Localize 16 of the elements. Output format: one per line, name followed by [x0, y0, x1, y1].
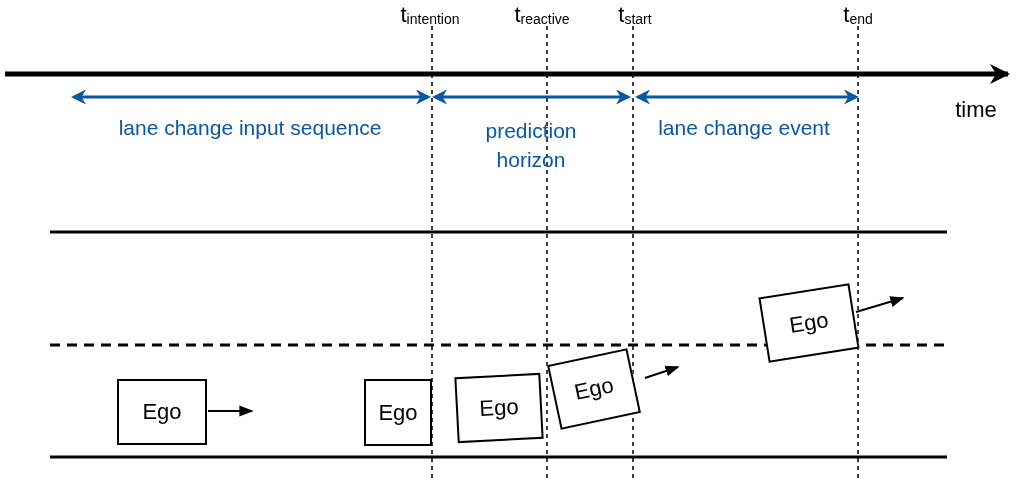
arrow	[855, 296, 905, 313]
span-label: lane change event	[658, 116, 830, 140]
vehicle-box: Ego	[117, 379, 207, 445]
time-point-label: t$_{start}$	[618, 2, 652, 28]
axis-label: time	[955, 97, 997, 123]
arrow	[207, 405, 254, 417]
time-point-label: t$_{end}$	[843, 2, 873, 28]
vehicle-box: Ego	[454, 372, 544, 444]
span-label: prediction horizon	[484, 118, 578, 173]
arrow	[644, 365, 680, 379]
time-point-label: t$_{intention}$	[400, 2, 460, 28]
span-label: lane change input sequence	[118, 116, 382, 140]
vehicle-box: Ego	[547, 348, 641, 430]
vehicle-box: Ego	[758, 283, 860, 363]
time-point-label: t$_{reactive}$	[514, 2, 570, 28]
vehicle-box: Ego	[364, 379, 432, 446]
